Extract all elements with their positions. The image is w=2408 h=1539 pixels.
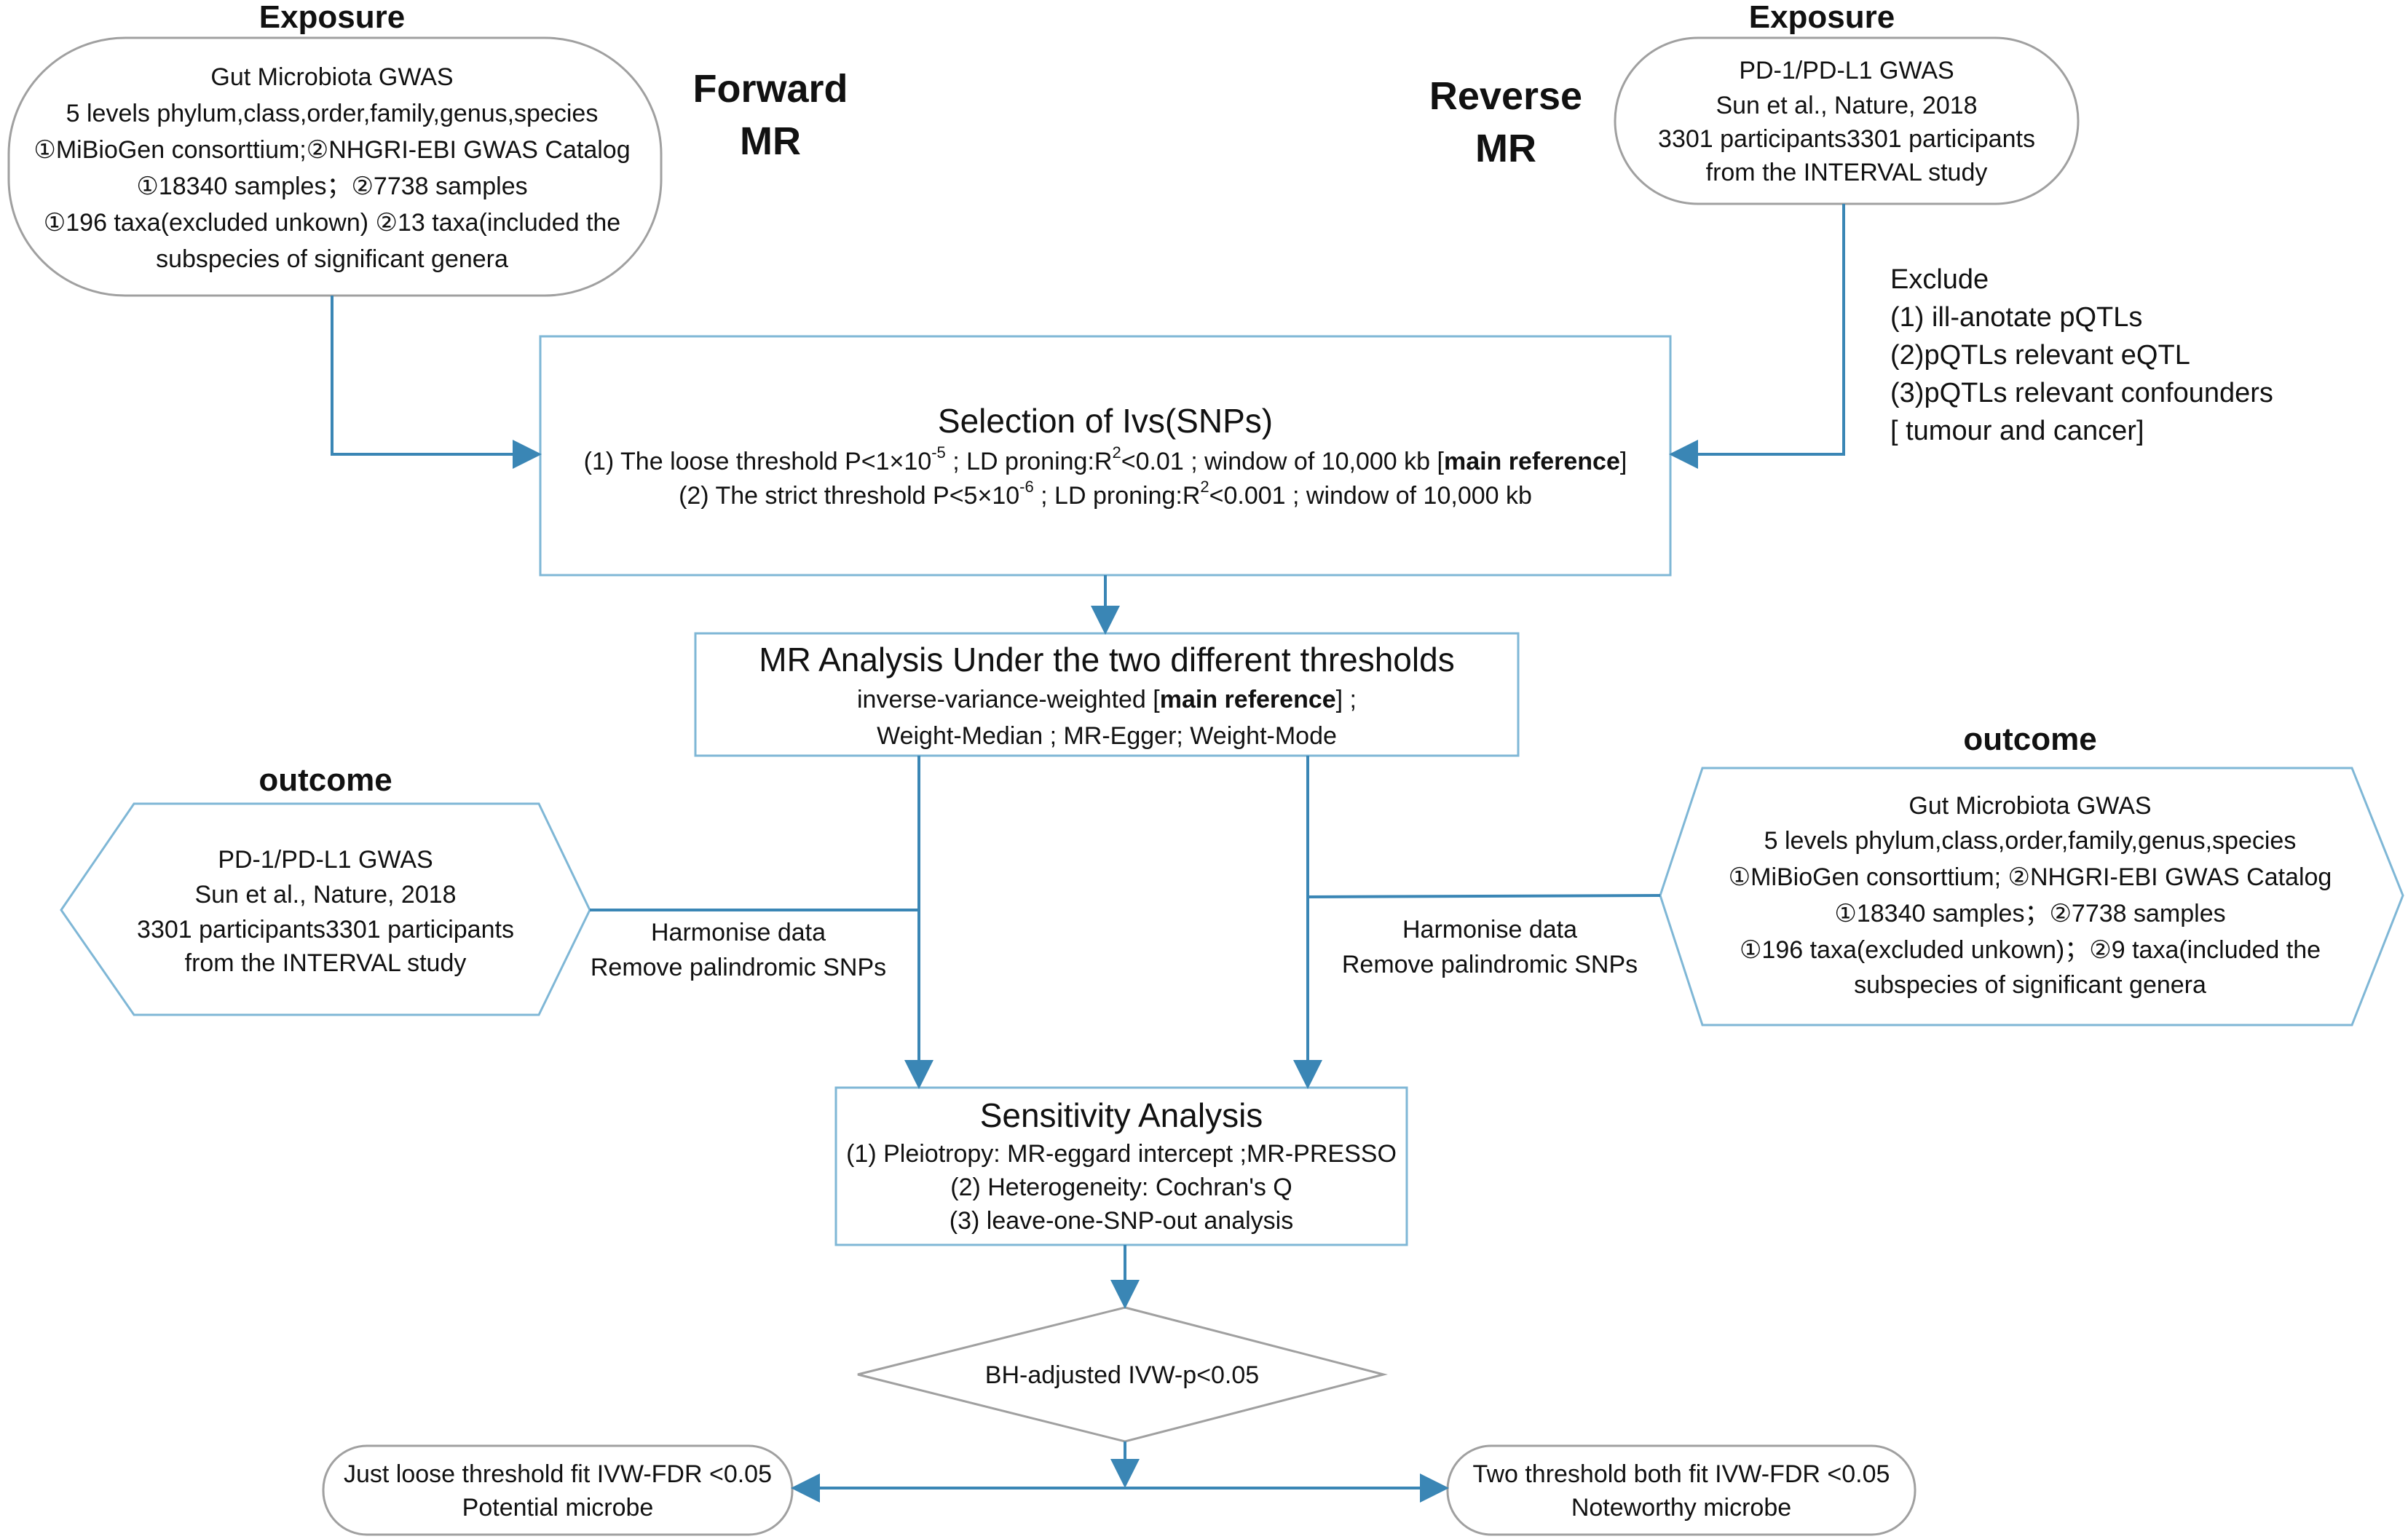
outcome-left-text: PD-1/PD-L1 GWAS Sun et al., Nature, 2018… <box>137 846 514 977</box>
arrow-exposure-left-to-selection <box>331 296 542 469</box>
sensitivity-line: (1) Pleiotropy: MR-eggard intercept ;MR-… <box>846 1140 1397 1168</box>
reverse-mr-title-line-1: Reverse <box>1429 74 1582 118</box>
outcome-right-line: 5 levels phylum,class,order,family,genus… <box>1764 827 2297 855</box>
result-right-line: Noteworthy microbe <box>1571 1494 1791 1522</box>
result-left-line: Just loose threshold fit IVW-FDR <0.05 <box>344 1460 772 1488</box>
outcome-right-line: Gut Microbiota GWAS <box>1908 792 2151 820</box>
outcome-right-line: ①18340 samples；②7738 samples <box>1834 900 2225 927</box>
result-right-line: Two threshold both fit IVW-FDR <0.05 <box>1473 1460 1890 1488</box>
outcome-left-line: PD-1/PD-L1 GWAS <box>218 846 433 874</box>
result-left-text: Just loose threshold fit IVW-FDR <0.05 P… <box>344 1460 772 1522</box>
exclude-line: [ tumour and cancer] <box>1890 416 2144 446</box>
connector-outcome-right <box>1307 894 1661 898</box>
exclude-line: Exclude <box>1890 264 1989 295</box>
exclude-line: (1) ill-anotate pQTLs <box>1890 302 2142 333</box>
exclude-line: (2)pQTLs relevant eQTL <box>1890 340 2190 371</box>
exclude-criteria: Exclude (1) ill-anotate pQTLs (2)pQTLs r… <box>1890 264 2273 446</box>
exposure-right-line: Sun et al., Nature, 2018 <box>1716 92 1977 119</box>
sensitivity-box <box>834 1086 1408 1246</box>
result-right-text: Two threshold both fit IVW-FDR <0.05 Not… <box>1473 1460 1890 1522</box>
exposure-left-line: Gut Microbiota GWAS <box>210 63 453 91</box>
exposure-left-text: Gut Microbiota GWAS 5 levels phylum,clas… <box>33 63 630 273</box>
selection-line-2: (2) The strict threshold P<5×10-6 ; LD p… <box>679 478 1532 510</box>
outcome-left-heading: outcome <box>258 762 392 798</box>
outcome-right-heading: outcome <box>1963 721 2096 757</box>
reverse-mr-title-line-2: MR <box>1475 127 1536 170</box>
outcome-right-line: ①MiBioGen consorttium; ②NHGRI-EBI GWAS C… <box>1729 863 2332 891</box>
harmonise-right-line: Remove palindromic SNPs <box>1342 951 1638 978</box>
harmonise-right-line: Harmonise data <box>1402 916 1577 943</box>
outcome-left-line: from the INTERVAL study <box>185 949 467 977</box>
forward-mr-title-line-1: Forward <box>692 67 848 111</box>
exposure-left-line: ①MiBioGen consorttium;②NHGRI-EBI GWAS Ca… <box>33 136 630 164</box>
exposure-left-line: subspecies of significant genera <box>156 245 508 273</box>
exposure-left-heading: Exposure <box>259 0 406 35</box>
exposure-left-line: 5 levels phylum,class,order,family,genus… <box>66 100 599 127</box>
arrow-exposure-right-to-selection <box>1669 204 1845 469</box>
selection-box <box>539 335 1672 577</box>
exposure-right-heading: Exposure <box>1749 0 1895 35</box>
mr-analysis-title: MR Analysis Under the two different thre… <box>759 641 1454 678</box>
outcome-right-line: subspecies of significant genera <box>1854 971 2206 999</box>
exclude-line: (3)pQTLs relevant confounders <box>1890 378 2273 408</box>
outcome-right-text: Gut Microbiota GWAS 5 levels phylum,clas… <box>1729 792 2332 999</box>
outcome-left-line: 3301 participants3301 participants <box>137 916 514 943</box>
harmonise-left-line: Harmonise data <box>651 919 826 946</box>
outcome-right-line: ①196 taxa(excluded unkown)；②9 taxa(inclu… <box>1740 936 2321 964</box>
outcome-right-hexagon <box>1659 767 2404 1026</box>
harmonise-right-label: Harmonise data Remove palindromic SNPs <box>1342 916 1638 978</box>
exposure-right-line: 3301 participants3301 participants <box>1658 125 2035 153</box>
harmonise-left-line: Remove palindromic SNPs <box>591 954 886 981</box>
sensitivity-text: (1) Pleiotropy: MR-eggard intercept ;MR-… <box>846 1140 1397 1235</box>
harmonise-left-label: Harmonise data Remove palindromic SNPs <box>591 919 886 981</box>
forward-mr-title-line-2: MR <box>740 119 801 163</box>
exposure-right-text: PD-1/PD-L1 GWAS Sun et al., Nature, 2018… <box>1658 57 2035 186</box>
exposure-left-line: ①196 taxa(excluded unkown) ②13 taxa(incl… <box>44 209 620 237</box>
decision-label: BH-adjusted IVW-p<0.05 <box>985 1361 1259 1389</box>
exposure-right-box <box>1614 36 2080 205</box>
outcome-left-hexagon <box>60 802 591 1016</box>
exposure-left-line: ①18340 samples；②7738 samples <box>136 173 527 200</box>
selection-line-1: (1) The loose threshold P<1×10-5 ; LD pr… <box>584 443 1627 475</box>
outcome-left-line: Sun et al., Nature, 2018 <box>194 881 456 909</box>
mr-analysis-line-1: inverse-variance-weighted [main referenc… <box>857 686 1357 713</box>
exposure-right-line: from the INTERVAL study <box>1706 159 1988 186</box>
selection-title: Selection of Ivs(SNPs) <box>938 402 1273 440</box>
result-left-line: Potential microbe <box>462 1494 654 1522</box>
exposure-left-box <box>7 36 663 297</box>
sensitivity-line: (2) Heterogeneity: Cochran's Q <box>950 1174 1292 1201</box>
sensitivity-title: Sensitivity Analysis <box>980 1096 1263 1134</box>
exposure-right-line: PD-1/PD-L1 GWAS <box>1739 57 1954 84</box>
mr-analysis-box <box>694 632 1520 757</box>
mr-analysis-line-2: Weight-Median ; MR-Egger; Weight-Mode <box>877 722 1337 750</box>
sensitivity-line: (3) leave-one-SNP-out analysis <box>950 1207 1293 1235</box>
